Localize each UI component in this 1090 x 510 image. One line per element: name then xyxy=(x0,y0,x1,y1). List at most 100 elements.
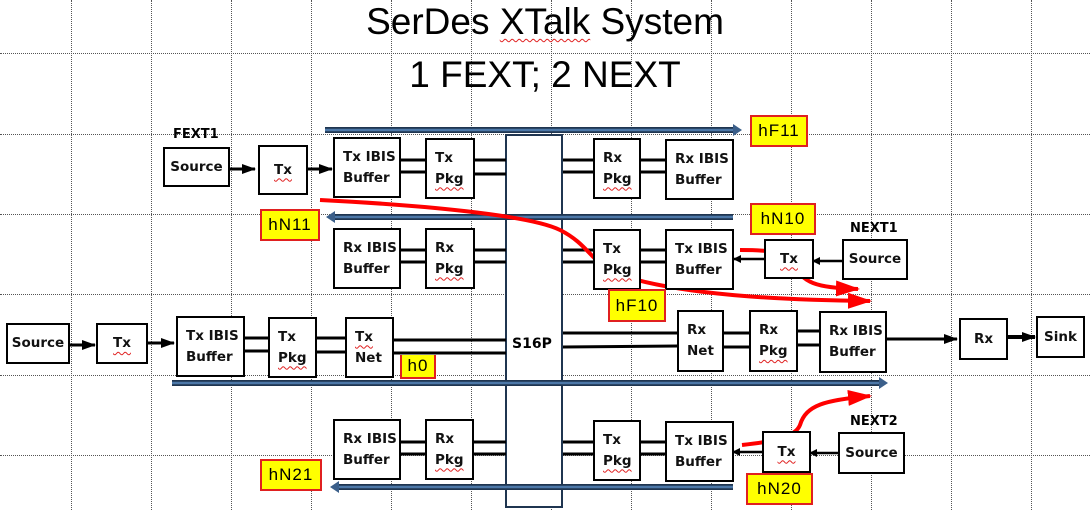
block-label: Buffer xyxy=(343,169,390,186)
block-label: Sink xyxy=(1044,328,1077,345)
block-label: Rx xyxy=(759,322,779,338)
hN20-tag: hN20 xyxy=(746,473,813,505)
block-label: Tx IBIS xyxy=(675,432,728,449)
next1-rx-ibis-buffer-block[interactable]: Rx IBIS Buffer xyxy=(333,228,401,289)
block-label: Net xyxy=(687,343,714,359)
next2-label: NEXT2 xyxy=(850,414,898,429)
grid-line xyxy=(71,0,72,510)
s16p-label: S16P xyxy=(512,336,552,352)
fext1-tx-block[interactable]: Tx xyxy=(258,145,308,195)
hF11-tag: hF11 xyxy=(750,115,808,147)
next1-source-block[interactable]: Source xyxy=(842,239,908,280)
victim-rx-ibis-buffer-block[interactable]: Rx IBIS Buffer xyxy=(819,311,887,373)
block-label: Pkg xyxy=(435,451,464,468)
impulse-path-arrows xyxy=(172,124,888,493)
victim-tx-ibis-buffer-block[interactable]: Tx IBIS Buffer xyxy=(176,316,245,377)
victim-rx-block[interactable]: Rx xyxy=(959,318,1008,360)
block-label: Tx xyxy=(435,149,453,166)
diagram-subtitle: 1 FEXT; 2 NEXT xyxy=(409,54,681,95)
block-label: Pkg xyxy=(603,261,632,278)
block-label: Tx xyxy=(278,328,296,345)
fext1-label: FEXT1 xyxy=(173,127,219,142)
fext1-source-block[interactable]: Source xyxy=(163,147,230,187)
next1-tx-ibis-buffer-block[interactable]: Tx IBIS Buffer xyxy=(665,229,734,290)
fext1-tx-ibis-buffer-block[interactable]: Tx IBIS Buffer xyxy=(333,137,401,198)
hN10-tag: hN10 xyxy=(750,203,816,235)
victim-wires xyxy=(70,329,1036,355)
block-label: Source xyxy=(845,444,898,461)
next2-source-block[interactable]: Source xyxy=(838,432,905,474)
next2-tx-block[interactable]: Tx xyxy=(762,431,811,473)
grid-line xyxy=(231,0,232,510)
block-label: Source xyxy=(11,335,65,351)
grid-line xyxy=(311,0,312,510)
next1-tx-block[interactable]: Tx xyxy=(764,239,814,279)
block-label: Tx xyxy=(603,431,621,448)
fext-crosstalk-arrow xyxy=(319,198,872,309)
next2-tx-ibis-buffer-block[interactable]: Tx IBIS Buffer xyxy=(665,421,734,482)
h0-tag: h0 xyxy=(400,355,436,379)
title-text: SerDes xyxy=(366,1,500,42)
next1-label: NEXT1 xyxy=(850,221,898,236)
block-label: Pkg xyxy=(603,452,632,469)
block-label: Pkg xyxy=(435,170,464,187)
block-label: Tx xyxy=(274,161,292,178)
block-label: Rx IBIS xyxy=(343,239,397,256)
h0-path-arrow xyxy=(172,377,888,389)
hN11-tag: hN11 xyxy=(260,209,320,241)
block-label: Rx IBIS xyxy=(829,323,883,339)
block-label: Rx xyxy=(603,149,623,166)
title-text: XTalk xyxy=(499,1,591,42)
block-label: Buffer xyxy=(675,261,722,278)
block-label: Rx IBIS xyxy=(675,150,729,167)
hN21-path-arrow xyxy=(330,481,733,493)
block-label: Buffer xyxy=(675,453,722,470)
block-label: Tx xyxy=(113,335,131,351)
block-label: Tx xyxy=(355,328,373,345)
s16p-channel-block[interactable] xyxy=(505,134,563,508)
block-label: Tx IBIS xyxy=(343,148,396,165)
title-text: System xyxy=(590,1,724,42)
block-label: Buffer xyxy=(343,451,390,468)
block-label: Tx xyxy=(777,443,796,460)
hF11-path-arrow xyxy=(325,124,742,136)
block-label: Tx IBIS xyxy=(186,327,239,344)
block-label: Buffer xyxy=(829,344,876,360)
block-label: Tx IBIS xyxy=(675,240,728,257)
block-label: Buffer xyxy=(186,348,233,365)
block-label: Pkg xyxy=(759,343,788,359)
grid-line xyxy=(951,0,952,510)
next2-wires xyxy=(400,440,838,457)
block-label: Pkg xyxy=(435,260,464,277)
block-label: Buffer xyxy=(343,260,390,277)
grid-line xyxy=(0,53,1090,54)
block-label: Source xyxy=(170,158,223,175)
block-label: Source xyxy=(848,251,902,267)
diagram-title: SerDes XTalk System xyxy=(0,2,1090,42)
wire xyxy=(562,344,679,349)
block-label: Rx xyxy=(973,330,994,347)
hN21-tag: hN21 xyxy=(260,459,322,491)
fext1-wires xyxy=(229,158,666,176)
victim-source-block[interactable]: Source xyxy=(6,323,70,364)
victim-tx-block[interactable]: Tx xyxy=(96,323,148,364)
block-label: Net xyxy=(355,349,382,366)
victim-sink-block[interactable]: Sink xyxy=(1036,316,1085,358)
block-label: Pkg xyxy=(278,349,307,366)
grid-line xyxy=(151,0,152,510)
block-label: Rx xyxy=(435,430,455,447)
